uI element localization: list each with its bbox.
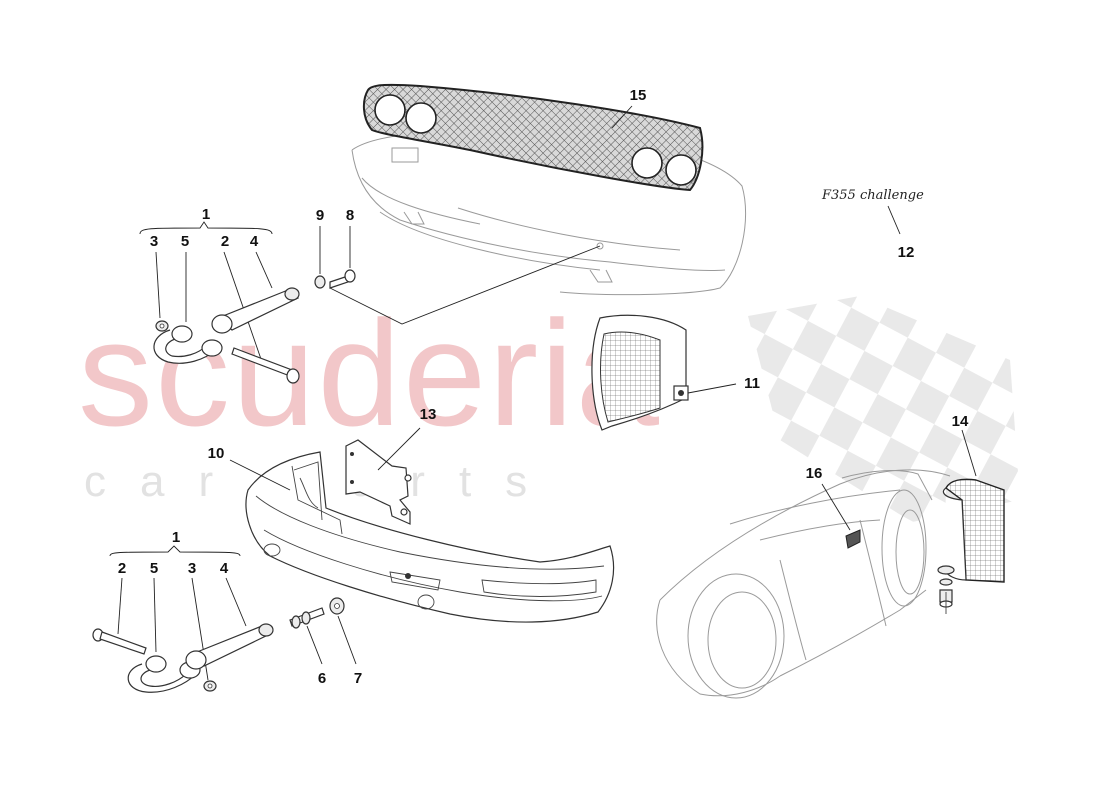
callout-1-bottom: 1	[172, 529, 180, 546]
front-car-outline	[656, 469, 951, 699]
part-13-bracket: 13	[345, 406, 437, 525]
hardware-group-top: 1 3 5 2 4 9 8	[139, 206, 356, 384]
callout-4-top: 4	[250, 233, 259, 250]
callout-14: 14	[952, 413, 969, 430]
part-12-badge: F355 challenge 12	[821, 188, 924, 261]
callout-3-bottom: 3	[188, 560, 196, 577]
part-16-side-badge: 16	[806, 465, 861, 549]
callout-6: 6	[318, 670, 326, 687]
callout-5-top: 5	[181, 233, 189, 250]
part-11-vent: 11	[591, 314, 760, 431]
part-14-side-grille: 14	[937, 413, 1005, 614]
callout-16: 16	[806, 465, 823, 482]
callout-2-bottom: 2	[118, 560, 126, 577]
callout-1-top: 1	[202, 206, 210, 223]
callout-10: 10	[208, 445, 225, 462]
hardware-group-bottom: 1 2 5 3 4 6 7	[92, 529, 362, 693]
callout-7: 7	[354, 670, 362, 687]
callout-12: 12	[898, 244, 915, 261]
callout-8: 8	[346, 207, 354, 224]
emblem-text: F355 challenge	[821, 188, 924, 203]
callout-11: 11	[744, 375, 760, 392]
callout-15: 15	[630, 87, 647, 104]
part-10-front-bumper: 10	[208, 445, 615, 623]
callout-3-top: 3	[150, 233, 158, 250]
checker-flag-watermark	[748, 296, 1020, 522]
callout-4-bottom: 4	[220, 560, 229, 577]
callout-13: 13	[420, 406, 437, 423]
watermark-brand: scuderia	[78, 289, 661, 457]
callout-9: 9	[316, 207, 324, 224]
callout-5-bottom: 5	[150, 560, 158, 577]
callout-2-top: 2	[221, 233, 229, 250]
part-15-rear-grille	[362, 83, 704, 192]
